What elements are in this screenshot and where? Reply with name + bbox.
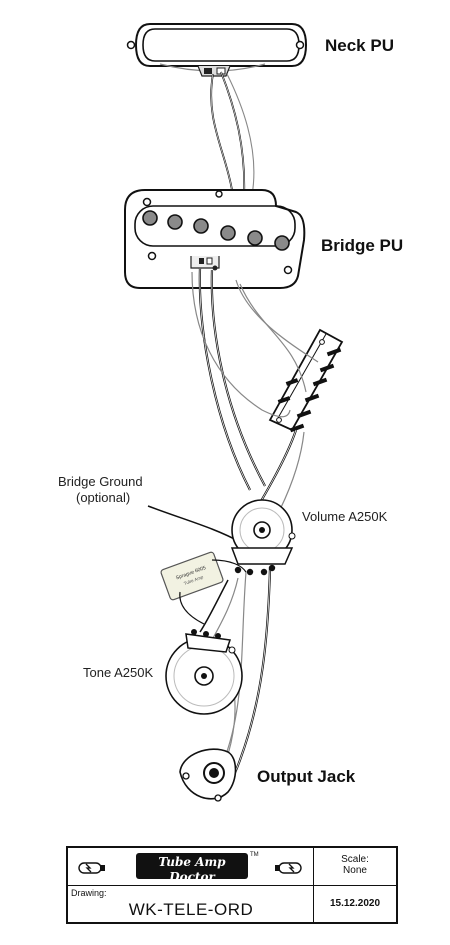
drawing-caption: Drawing: [71, 888, 107, 898]
label-tone: Tone A250K [83, 665, 154, 680]
label-bridge-ground: Bridge Ground [58, 474, 143, 489]
tone-pot [165, 629, 243, 715]
brand-logo-text: Tube Amp Doctor [158, 855, 226, 884]
logo-cell: Tube Amp Doctor EST. SINCE 1988 · WORMS,… [68, 848, 314, 890]
label-volume: Volume A250K [302, 509, 388, 524]
brand-logo-subtext: EST. SINCE 1988 · WORMS, GERMANY [141, 885, 243, 890]
capacitor: Sprague 6005 Tube Amp [160, 551, 247, 625]
tube-icon-left [78, 862, 105, 874]
wiring-diagram: Sprague 6005 Tube Amp [124, 23, 344, 802]
scale-value: None [343, 865, 367, 876]
brand-logo: Tube Amp Doctor EST. SINCE 1988 · WORMS,… [136, 853, 248, 890]
date-cell: 15.12.2020 [329, 898, 381, 909]
tube-icon-right [275, 862, 302, 874]
brand-tm-mark: TM [250, 852, 259, 858]
drawing-cell: Drawing: WK-TELE-ORD [68, 886, 314, 922]
label-neck-pu: Neck PU [325, 36, 394, 55]
pole-pieces [142, 210, 290, 251]
scale-cell: Scale: None [314, 848, 396, 886]
selector-switch [268, 328, 344, 433]
volume-pot [230, 499, 296, 576]
label-bridge-ground-optional: (optional) [76, 490, 131, 505]
scale-caption: Scale: [341, 854, 369, 865]
drawing-number: WK-TELE-ORD [128, 900, 254, 919]
title-block: Tube Amp Doctor EST. SINCE 1988 · WORMS,… [66, 846, 398, 924]
label-output-jack: Output Jack [257, 767, 356, 786]
neck-pickup [126, 23, 308, 77]
capacitor-label-2: Tube Amp [183, 574, 204, 586]
output-jack [179, 748, 237, 802]
label-bridge-pu: Bridge PU [321, 236, 404, 255]
neck-pickup-wires [210, 71, 255, 199]
bridge-pickup [124, 189, 306, 289]
